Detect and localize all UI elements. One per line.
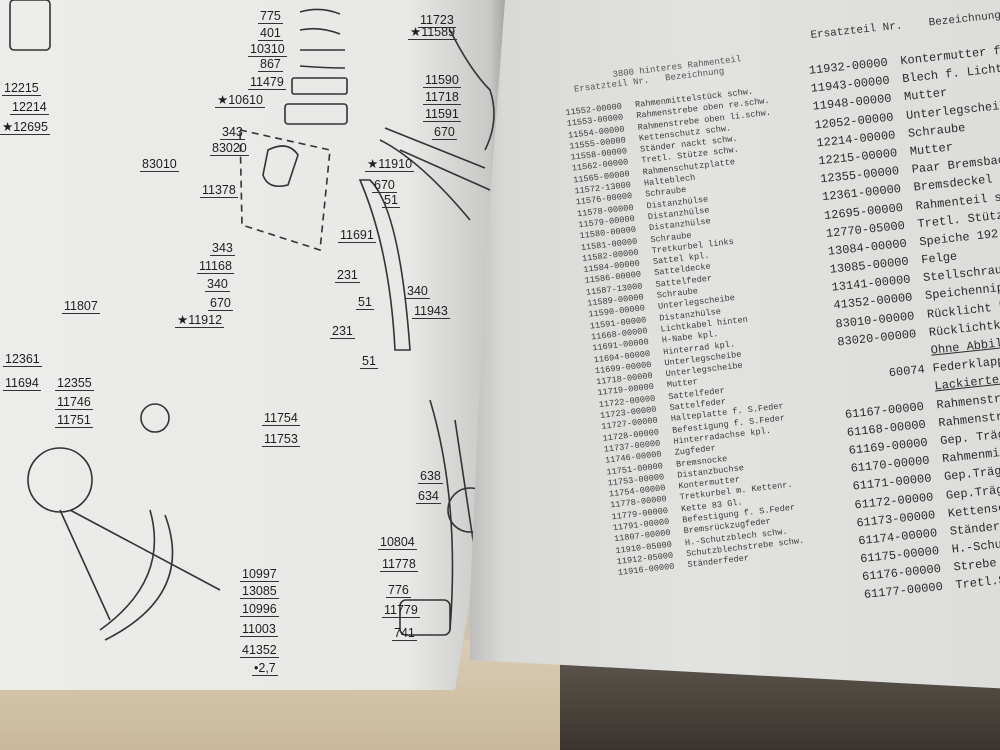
part-callout-label: 11943 (412, 304, 450, 319)
part-callout-label: ★11910 (365, 157, 415, 172)
part-callout-label: 51 (360, 354, 378, 369)
right-page (470, 0, 1000, 690)
part-callout-label: 11003 (240, 622, 278, 637)
part-callout-label: 11691 (338, 228, 376, 243)
part-callout-label: •2,7 (252, 661, 278, 676)
part-callout-label: 83020 (210, 141, 249, 156)
part-callout-label: 11723 (418, 13, 456, 28)
part-callout-label: 741 (392, 626, 417, 641)
part-callout-label: 10804 (378, 535, 417, 550)
part-callout-label: 12215 (2, 81, 41, 96)
part-callout-label: 231 (335, 268, 360, 283)
part-callout-label: 11694 (3, 376, 41, 391)
taillight-box (239, 128, 331, 252)
part-callout-label: 670 (432, 125, 457, 140)
part-description: Felge (920, 249, 958, 268)
hub-drawing (27, 447, 93, 513)
part-callout-label: 634 (416, 489, 441, 504)
part-callout-label: 401 (258, 26, 283, 41)
part-callout-label: 11746 (55, 395, 93, 410)
part-callout-label: 11590 (423, 73, 461, 88)
part-callout-label: 340 (205, 277, 230, 292)
part-callout-label: 340 (405, 284, 430, 299)
part-callout-label: 51 (382, 193, 400, 208)
tool-box-drawing (291, 77, 348, 95)
part-callout-label: 11779 (382, 603, 420, 618)
rear-fender-drawing (99, 509, 174, 641)
part-callout-label: ★11912 (175, 313, 225, 328)
part-callout-label: ★12695 (0, 120, 50, 135)
part-callout-label: 670 (372, 178, 397, 193)
wrench-drawing (299, 8, 346, 69)
part-callout-label: 231 (330, 324, 355, 339)
part-callout-label: 10310 (248, 42, 287, 57)
part-callout-label: 867 (258, 57, 283, 72)
part-callout-label: 11754 (262, 411, 300, 426)
part-description: Mutter (909, 140, 954, 159)
part-callout-label: 11479 (248, 75, 286, 90)
part-callout-label: 11718 (423, 90, 461, 105)
left-page-diagram (0, 0, 505, 690)
part-callout-label: 12355 (55, 376, 94, 391)
part-callout-label: ★10610 (215, 93, 265, 108)
part-callout-label: 10996 (240, 602, 279, 617)
part-callout-label: 11591 (423, 107, 461, 122)
part-callout-label: 41352 (240, 643, 279, 658)
part-description: Mutter (903, 86, 948, 105)
part-callout-label: 11751 (55, 413, 93, 428)
part-callout-label: 343 (220, 125, 245, 140)
part-callout-label: 638 (418, 469, 443, 484)
part-callout-label: 11778 (380, 557, 418, 572)
part-callout-label: 51 (356, 295, 374, 310)
part-callout-label: 11378 (200, 183, 238, 198)
part-callout-label: 11807 (62, 299, 100, 314)
part-callout-label: 670 (208, 296, 233, 311)
part-callout-label: 343 (210, 241, 235, 256)
part-callout-label: 83010 (140, 157, 179, 172)
mudguard-drawing (358, 139, 471, 351)
part-callout-label: 13085 (240, 584, 279, 599)
taillight-drawing (262, 145, 299, 188)
part-callout-label: 12214 (10, 100, 49, 115)
part-callout-label: 11168 (197, 259, 234, 274)
part-callout-label: 12361 (3, 352, 42, 367)
part-callout-label: 776 (386, 583, 411, 598)
part-callout-label: 11753 (262, 432, 300, 447)
part-callout-label: ★11589 (408, 25, 458, 40)
part-callout-label: 10997 (240, 567, 279, 582)
part-description: Schraube (907, 120, 967, 141)
part-callout-label: 775 (258, 9, 283, 24)
